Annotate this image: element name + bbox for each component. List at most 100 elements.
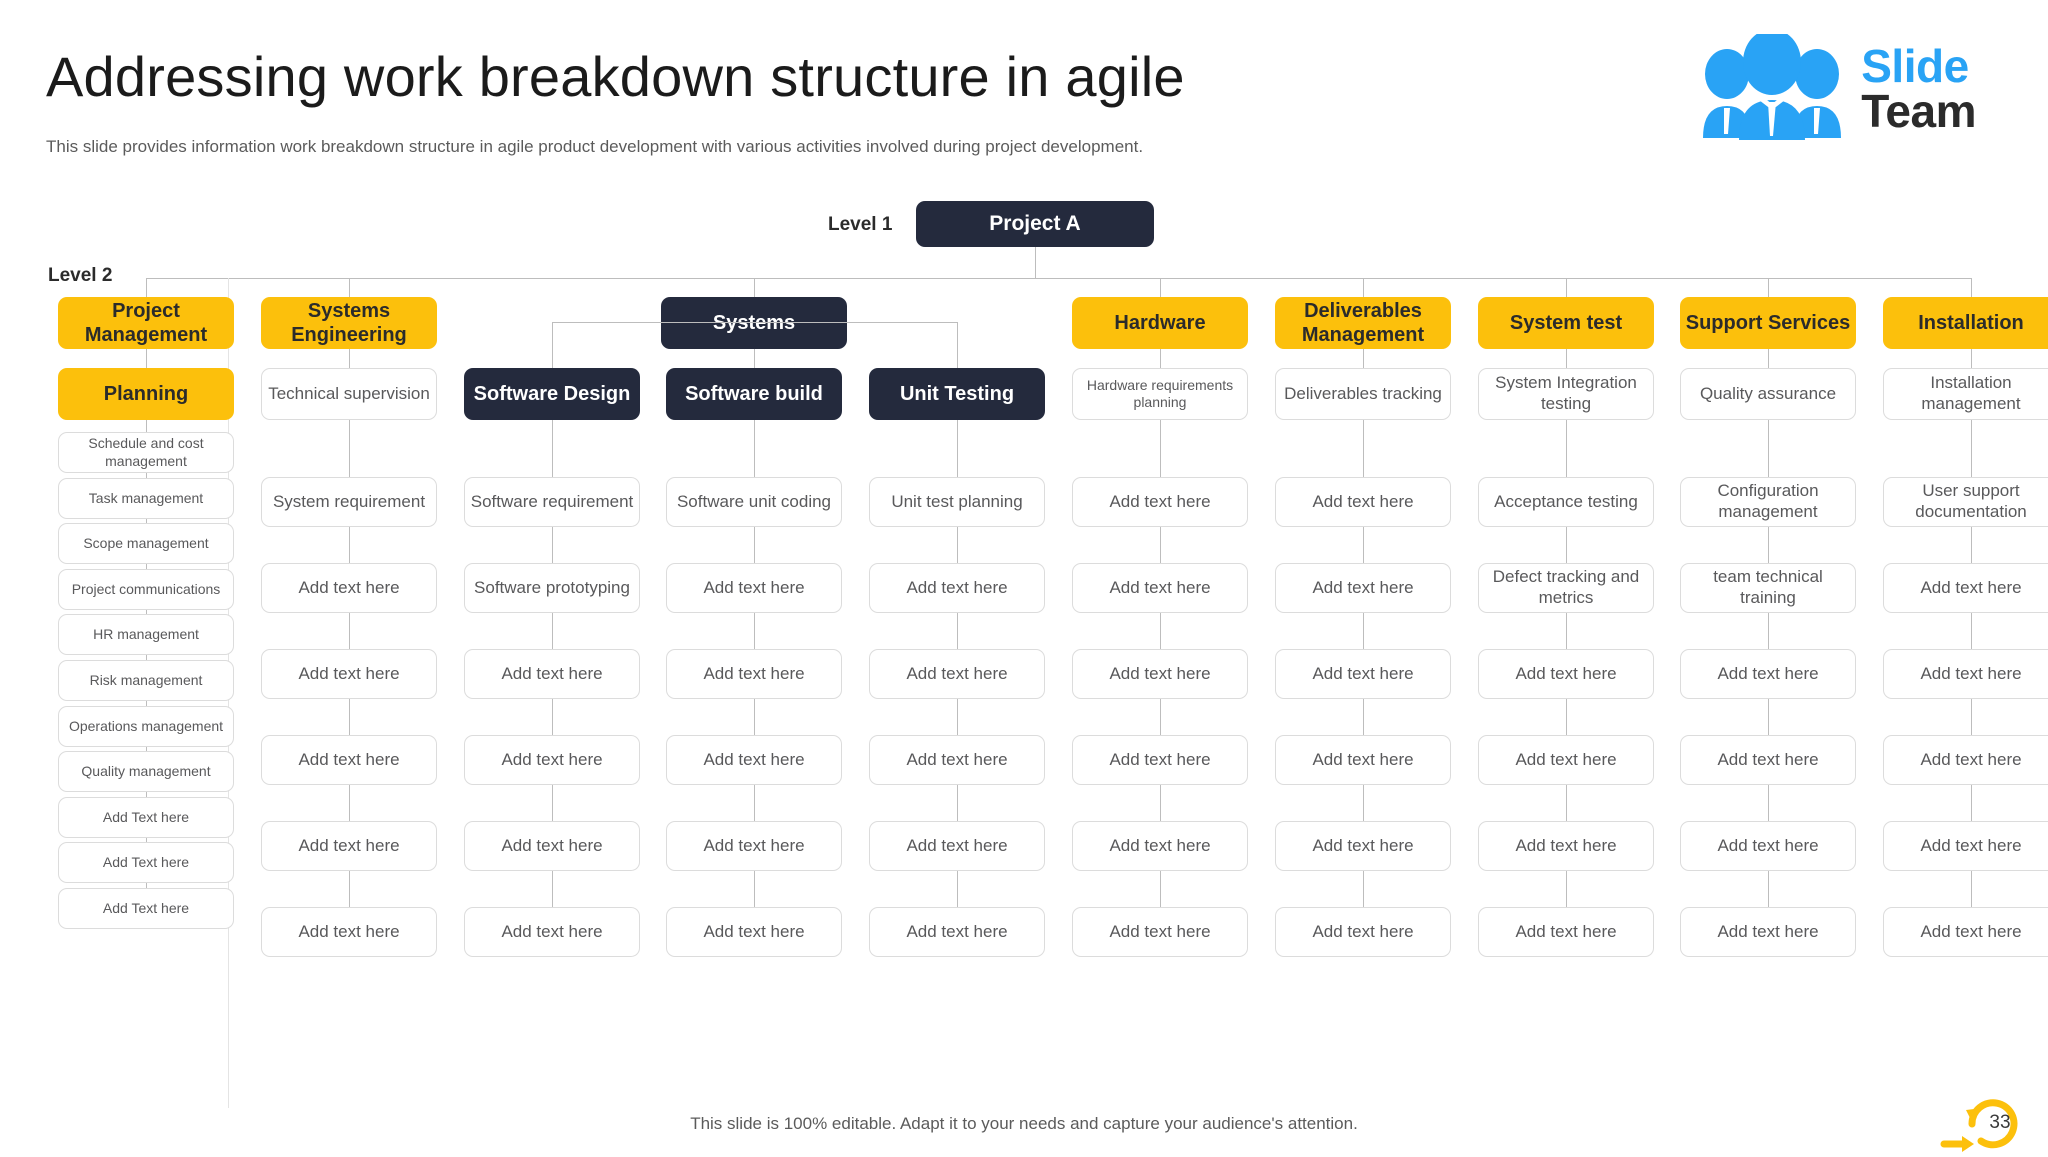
item-box[interactable]: Add text here xyxy=(666,649,842,699)
item-box[interactable]: Task management xyxy=(58,478,234,519)
item-box[interactable]: Add text here xyxy=(869,563,1045,613)
item-box[interactable]: team technical training xyxy=(1680,563,1856,613)
item-box[interactable]: Add text here xyxy=(1478,735,1654,785)
column-header-hardware[interactable]: Hardware xyxy=(1072,297,1248,349)
column-sub-deliverables-management[interactable]: Deliverables tracking xyxy=(1275,368,1451,420)
page-subtitle: This slide provides information work bre… xyxy=(46,137,1144,156)
item-box[interactable]: Operations management xyxy=(58,706,234,747)
item-box[interactable]: Add text here xyxy=(1680,907,1856,957)
connector-line-vertical xyxy=(1160,699,1161,735)
item-box[interactable]: Unit test planning xyxy=(869,477,1045,527)
connector-line-vertical xyxy=(552,322,553,368)
item-box[interactable]: Add text here xyxy=(666,563,842,613)
item-box[interactable]: Schedule and cost management xyxy=(58,432,234,473)
item-box[interactable]: Project communications xyxy=(58,569,234,610)
column-sub-installation[interactable]: Installation management xyxy=(1883,368,2048,420)
item-box[interactable]: System requirement xyxy=(261,477,437,527)
item-box[interactable]: Add text here xyxy=(1883,735,2048,785)
item-box[interactable]: Software unit coding xyxy=(666,477,842,527)
column-sub-software-build[interactable]: Software build xyxy=(666,368,842,420)
column-header-installation[interactable]: Installation xyxy=(1883,297,2048,349)
item-box[interactable]: Add text here xyxy=(1883,907,2048,957)
item-box[interactable]: Add text here xyxy=(1275,477,1451,527)
item-box[interactable]: Add text here xyxy=(1883,821,2048,871)
column-sub-system-test[interactable]: System Integration testing xyxy=(1478,368,1654,420)
item-box[interactable]: Configuration management xyxy=(1680,477,1856,527)
item-box[interactable]: Add text here xyxy=(1478,907,1654,957)
connector-line-vertical xyxy=(1971,527,1972,563)
item-box[interactable]: Add text here xyxy=(1072,563,1248,613)
connector-line-vertical xyxy=(1160,785,1161,821)
item-box[interactable]: Acceptance testing xyxy=(1478,477,1654,527)
item-box[interactable]: Add text here xyxy=(1478,649,1654,699)
item-box[interactable]: Add text here xyxy=(869,735,1045,785)
item-box[interactable]: Add text here xyxy=(666,735,842,785)
item-box[interactable]: Add text here xyxy=(1072,907,1248,957)
item-box[interactable]: Add Text here xyxy=(58,797,234,838)
item-box[interactable]: Add text here xyxy=(261,821,437,871)
item-box[interactable]: User support documentation xyxy=(1883,477,2048,527)
item-box[interactable]: Add text here xyxy=(869,821,1045,871)
item-box[interactable]: Add text here xyxy=(261,563,437,613)
item-box[interactable]: Add Text here xyxy=(58,842,234,883)
item-box[interactable]: Add text here xyxy=(261,907,437,957)
column-header-system-test[interactable]: System test xyxy=(1478,297,1654,349)
item-box[interactable]: Add Text here xyxy=(58,888,234,929)
column-sub-project-management[interactable]: Planning xyxy=(58,368,234,420)
item-box[interactable]: Add text here xyxy=(869,907,1045,957)
item-box[interactable]: Add text here xyxy=(1883,649,2048,699)
item-box[interactable]: Add text here xyxy=(1680,649,1856,699)
group-node-systems[interactable]: Systems xyxy=(661,297,847,349)
item-box[interactable]: Add text here xyxy=(1072,649,1248,699)
item-box[interactable]: Add text here xyxy=(1883,563,2048,613)
item-box[interactable]: Quality management xyxy=(58,751,234,792)
connector-line-vertical xyxy=(146,278,147,297)
connector-line-vertical xyxy=(1363,420,1364,477)
item-box[interactable]: Add text here xyxy=(261,735,437,785)
item-box[interactable]: Software prototyping xyxy=(464,563,640,613)
item-box[interactable]: Defect tracking and metrics xyxy=(1478,563,1654,613)
connector-line-vertical xyxy=(1160,613,1161,649)
column-sub-hardware[interactable]: Hardware requirements planning xyxy=(1072,368,1248,420)
item-box[interactable]: Add text here xyxy=(1275,821,1451,871)
connector-line-vertical xyxy=(349,785,350,821)
item-box[interactable]: Add text here xyxy=(464,821,640,871)
item-box[interactable]: Add text here xyxy=(261,649,437,699)
connector-line-vertical xyxy=(1035,247,1036,278)
column-sub-software-design[interactable]: Software Design xyxy=(464,368,640,420)
item-box[interactable]: Add text here xyxy=(666,907,842,957)
item-box[interactable]: Add text here xyxy=(1275,735,1451,785)
item-box[interactable]: Add text here xyxy=(1072,477,1248,527)
column-header-support-services[interactable]: Support Services xyxy=(1680,297,1856,349)
column-sub-support-services[interactable]: Quality assurance xyxy=(1680,368,1856,420)
item-box[interactable]: Add text here xyxy=(1478,821,1654,871)
item-box[interactable]: Scope management xyxy=(58,523,234,564)
item-box[interactable]: HR management xyxy=(58,614,234,655)
column-header-systems-engineering[interactable]: Systems Engineering xyxy=(261,297,437,349)
column-sub-systems-engineering[interactable]: Technical supervision xyxy=(261,368,437,420)
connector-line-vertical xyxy=(1768,785,1769,821)
connector-line-vertical xyxy=(146,792,147,797)
item-box[interactable]: Risk management xyxy=(58,660,234,701)
column-header-project-management[interactable]: Project Management xyxy=(58,297,234,349)
item-box[interactable]: Add text here xyxy=(1275,563,1451,613)
connector-line-vertical xyxy=(957,785,958,821)
root-node-project-a[interactable]: Project A xyxy=(916,201,1154,247)
item-box[interactable]: Software requirement xyxy=(464,477,640,527)
item-box[interactable]: Add text here xyxy=(666,821,842,871)
item-box[interactable]: Add text here xyxy=(1275,907,1451,957)
connector-line-vertical xyxy=(1363,699,1364,735)
item-box[interactable]: Add text here xyxy=(464,907,640,957)
connector-line-vertical xyxy=(957,699,958,735)
item-box[interactable]: Add text here xyxy=(1275,649,1451,699)
item-box[interactable]: Add text here xyxy=(464,735,640,785)
column-sub-unit-testing[interactable]: Unit Testing xyxy=(869,368,1045,420)
item-box[interactable]: Add text here xyxy=(1072,821,1248,871)
item-box[interactable]: Add text here xyxy=(1072,735,1248,785)
item-box[interactable]: Add text here xyxy=(869,649,1045,699)
connector-line-vertical xyxy=(146,564,147,569)
item-box[interactable]: Add text here xyxy=(1680,735,1856,785)
column-header-deliverables-management[interactable]: Deliverables Management xyxy=(1275,297,1451,349)
item-box[interactable]: Add text here xyxy=(464,649,640,699)
item-box[interactable]: Add text here xyxy=(1680,821,1856,871)
